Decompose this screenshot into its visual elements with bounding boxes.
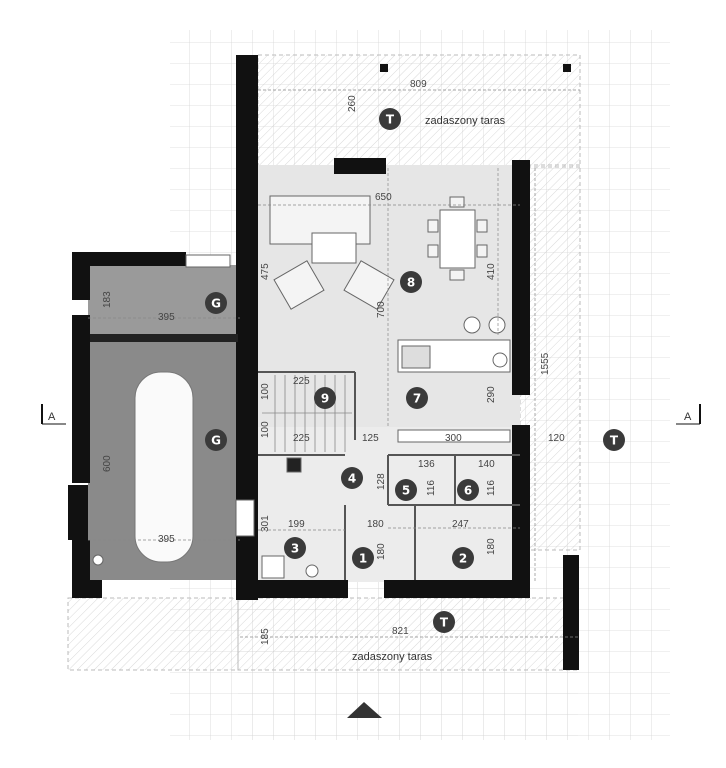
dim-247: 247 <box>452 519 469 530</box>
svg-text:T: T <box>386 113 395 127</box>
section-mark-right: A <box>676 404 701 425</box>
svg-text:4: 4 <box>348 472 356 486</box>
marker-garage: G <box>205 429 227 451</box>
markers: T T T G G 1 2 3 4 5 6 7 8 9 <box>205 108 625 633</box>
armchair-left <box>273 260 325 310</box>
marker-terrace-right: T <box>603 429 625 451</box>
top-terrace <box>257 54 581 168</box>
dim-116-5: 116 <box>426 480 437 496</box>
svg-text:A: A <box>48 411 56 423</box>
partitions <box>258 371 520 580</box>
svg-text:6: 6 <box>464 484 472 498</box>
dim-260: 260 <box>347 95 358 112</box>
dim-128: 128 <box>376 473 387 490</box>
svg-text:A: A <box>684 411 692 423</box>
marker-room-4: 4 <box>341 467 363 489</box>
dim-180-room2: 180 <box>486 538 497 555</box>
dim-225-bottom: 225 <box>293 433 310 444</box>
marker-room-6: 6 <box>457 479 479 501</box>
dim-225-top: 225 <box>293 376 310 387</box>
svg-text:2: 2 <box>459 552 467 566</box>
bottom-terrace-label: zadaszony taras <box>352 651 433 663</box>
bottom-terrace <box>237 597 579 671</box>
svg-text:G: G <box>211 434 221 448</box>
section-mark-left: A <box>41 404 66 425</box>
dim-120: 120 <box>548 433 565 444</box>
dim-100-top: 100 <box>260 383 271 400</box>
dim-140: 140 <box>478 459 495 470</box>
dim-116-6: 116 <box>486 480 497 496</box>
dim-125: 125 <box>362 433 379 444</box>
dim-700: 700 <box>376 301 387 318</box>
dim-821: 821 <box>392 626 409 637</box>
marker-room-8: 8 <box>400 271 422 293</box>
svg-text:G: G <box>211 297 221 311</box>
dim-180-entry: 180 <box>376 543 387 560</box>
dim-183: 183 <box>102 291 113 308</box>
coffee-table <box>311 232 357 264</box>
entrance-arrow-icon <box>347 702 382 718</box>
svg-text:T: T <box>610 434 619 448</box>
dim-199: 199 <box>288 519 305 530</box>
dim-180-hall: 180 <box>367 519 384 530</box>
marker-room-1: 1 <box>352 547 374 569</box>
car-outline <box>134 371 194 563</box>
left-bottom-terrace <box>67 597 239 671</box>
dim-395-storage: 395 <box>158 312 175 323</box>
dim-1555: 1555 <box>540 352 551 375</box>
svg-text:8: 8 <box>407 276 415 290</box>
marker-terrace-top: T <box>379 108 401 130</box>
marker-room-7: 7 <box>406 387 428 409</box>
dimension-labels: 809 260 650 475 410 700 1555 290 183 395… <box>102 79 565 645</box>
dim-301: 301 <box>260 515 271 532</box>
svg-text:T: T <box>440 616 449 630</box>
walls <box>68 55 579 670</box>
svg-text:9: 9 <box>321 392 329 406</box>
marker-room-3: 3 <box>284 537 306 559</box>
top-terrace-label: zadaszony taras <box>425 115 506 127</box>
dimension-lines <box>88 89 580 638</box>
marker-garage-storage: G <box>205 292 227 314</box>
svg-text:7: 7 <box>413 392 421 406</box>
dim-136: 136 <box>418 459 435 470</box>
furniture <box>92 195 511 579</box>
dim-290: 290 <box>486 386 497 403</box>
dim-185: 185 <box>260 628 271 645</box>
dim-650: 650 <box>375 192 392 203</box>
dining-table <box>439 209 476 269</box>
marker-room-5: 5 <box>395 479 417 501</box>
armchair-right <box>343 260 395 310</box>
marker-room-9: 9 <box>314 387 336 409</box>
dim-300: 300 <box>445 433 462 444</box>
svg-text:3: 3 <box>291 542 299 556</box>
dim-100-bottom: 100 <box>260 421 271 438</box>
svg-text:1: 1 <box>359 552 367 566</box>
dim-809: 809 <box>410 79 427 90</box>
dim-600: 600 <box>102 455 113 472</box>
kitchen-counter <box>397 429 511 443</box>
svg-text:5: 5 <box>402 484 410 498</box>
dim-395-garage: 395 <box>158 534 175 545</box>
marker-terrace-bottom: T <box>433 611 455 633</box>
marker-room-2: 2 <box>452 547 474 569</box>
dim-475: 475 <box>260 263 271 280</box>
dim-410: 410 <box>486 263 497 280</box>
